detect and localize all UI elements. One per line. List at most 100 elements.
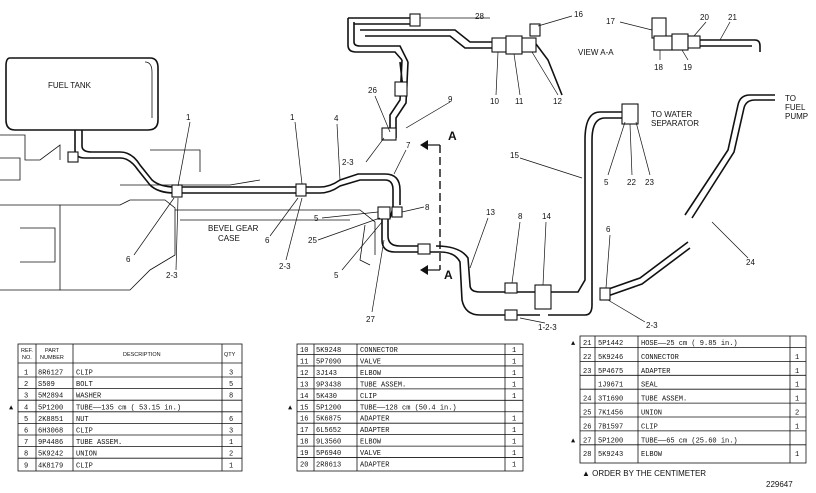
part-number: 3J143 (316, 370, 337, 378)
ref-number: 20 (300, 462, 308, 470)
callout-15: 15 (510, 151, 519, 160)
ref-number: 3 (24, 393, 28, 401)
to-fuel-label: TO (785, 94, 796, 103)
part-qty: 2 (795, 410, 799, 418)
fuel-tank-label: FUEL TANK (48, 81, 92, 90)
part-qty: 8 (229, 393, 233, 401)
part-number: 7K1456 (598, 410, 623, 418)
adapter-fitting (687, 35, 701, 49)
part-description: TUBE ASSEM. (76, 439, 122, 447)
callout-6: 6 (606, 225, 611, 234)
part-number: 5P1200 (38, 404, 63, 412)
callout-12: 12 (553, 97, 562, 106)
callout-2-3: 2-3 (342, 158, 354, 167)
part-qty: 6 (229, 416, 233, 424)
callout-4: 4 (334, 114, 339, 123)
ref-number: 10 (300, 347, 308, 355)
ref-number: 7 (24, 439, 28, 447)
callout-13: 13 (486, 208, 495, 217)
drawing-number: 229647 (766, 480, 793, 489)
part-description: ADAPTER (360, 462, 390, 470)
part-qty: 1 (795, 382, 799, 390)
to-fuel-label: PUMP (785, 112, 808, 121)
part-qty: 1 (512, 416, 516, 424)
clip-fitting (599, 287, 611, 301)
part-qty: 1 (512, 427, 516, 435)
part-qty: 3 (229, 428, 233, 436)
part-number: 6H3068 (38, 428, 63, 436)
ref-number: 4 (24, 404, 28, 412)
part-qty: 3 (229, 370, 233, 378)
bevel-gear-label: CASE (218, 234, 240, 243)
callout-2-3: 2-3 (646, 321, 658, 330)
order-mark: ▲ (288, 404, 293, 412)
part-qty: 1 (795, 451, 799, 459)
callout-25: 25 (308, 236, 317, 245)
col-header: NO. (22, 355, 32, 361)
fittings (67, 13, 761, 321)
part-qty: 1 (795, 396, 799, 404)
part-number: 3T1690 (598, 396, 623, 404)
adapter-fitting (529, 23, 541, 37)
part-description: ADAPTER (641, 368, 671, 376)
callout-8: 8 (518, 212, 523, 221)
ref-number: 19 (300, 450, 308, 458)
section-cut-line: A A (420, 129, 457, 282)
view-label: VIEW A-A (578, 48, 614, 57)
ref-number: 18 (300, 439, 308, 447)
union-fitting (417, 243, 431, 255)
callout-2-3: 2-3 (166, 271, 178, 280)
clip-fitting (171, 184, 183, 198)
callout-14: 14 (542, 212, 551, 221)
part-description: CLIP (641, 423, 658, 431)
part-number: 2K8851 (38, 416, 63, 424)
fuel-tank: FUEL TANK (5, 57, 159, 131)
fuel-tubes (74, 17, 775, 316)
callout-16: 16 (574, 10, 583, 19)
part-description: ADAPTER (360, 427, 390, 435)
ref-number: 23 (583, 368, 591, 376)
order-note: ▲ ORDER BY THE CENTIMETER (582, 469, 706, 478)
col-header: REF. (21, 348, 33, 354)
part-description: CONNECTOR (360, 347, 399, 355)
part-description: WASHER (76, 393, 102, 401)
order-mark: ▲ (571, 340, 576, 348)
part-number: 5P1200 (316, 404, 341, 412)
clip-fitting (67, 151, 79, 163)
part-qty: 1 (512, 347, 516, 355)
ref-number: 27 (583, 437, 591, 445)
part-description: VALVE (360, 450, 381, 458)
part-number: 5K9243 (598, 451, 623, 459)
callout-19: 19 (683, 63, 692, 72)
callout-23: 23 (645, 178, 654, 187)
part-description: VALVE (360, 358, 381, 366)
ref-number: 9 (24, 462, 28, 470)
bevel-gear-label: BEVEL GEAR (208, 224, 259, 233)
col-header: NUMBER (40, 355, 64, 361)
part-number: 7B1597 (598, 423, 623, 431)
ref-number: 16 (300, 416, 308, 424)
callout-18: 18 (654, 63, 663, 72)
to-water-label: SEPARATOR (651, 119, 699, 128)
callout-8: 8 (425, 203, 430, 212)
ref-number: 28 (583, 451, 591, 459)
part-qty: 1 (512, 462, 516, 470)
callout-5: 5 (334, 271, 339, 280)
part-description: TUBE——135 cm ( 53.15 in.) (76, 404, 181, 412)
